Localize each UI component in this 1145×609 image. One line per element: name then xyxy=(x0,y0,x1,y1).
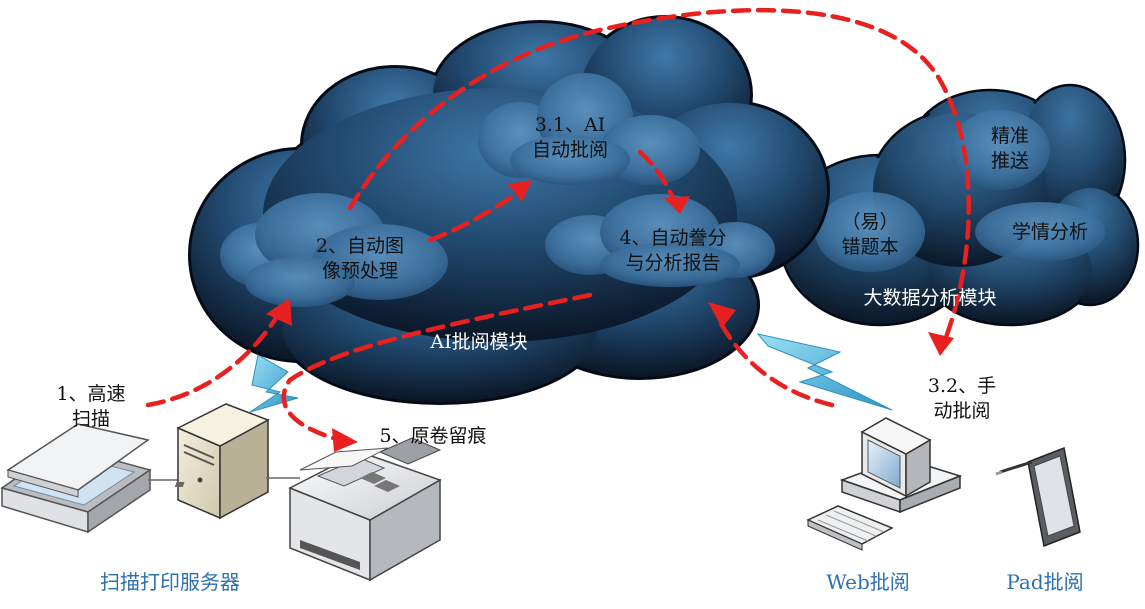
label-learning-analysis: 学情分析 xyxy=(1011,221,1088,243)
arrow-scan-to-preprocess xyxy=(145,309,283,408)
label-step32-manual-grading: 3.2、手 动批阅 xyxy=(927,375,997,422)
label-ai-module: AI批阅模块 xyxy=(430,331,528,353)
label-web-grading: Web批阅 xyxy=(826,570,910,594)
label-step5-original-trace: 5、原卷留痕 xyxy=(379,425,487,447)
label-step1-high-speed-scan: 1、高速 扫描 xyxy=(56,383,126,430)
server-icon xyxy=(176,403,270,520)
printer-icon xyxy=(174,437,442,582)
lightning-icon xyxy=(249,354,299,413)
desktop-computer-icon xyxy=(806,417,963,551)
ai-cloud xyxy=(188,15,830,405)
arrow-big-loop xyxy=(347,7,971,343)
label-pad-grading: Pad批阅 xyxy=(1006,570,1084,594)
label-scan-print-server: 扫描打印服务器 xyxy=(100,570,240,594)
label-precise-push: 精准 推送 xyxy=(990,125,1029,172)
label-bigdata-module: 大数据分析模块 xyxy=(863,287,997,309)
label-step2-auto-preprocess: 2、自动图 像预处理 xyxy=(315,235,405,282)
tablet-icon xyxy=(995,446,1081,548)
arrowheads xyxy=(266,180,954,452)
label-step31-ai-auto-grading: 3.1、AI 自动批阅 xyxy=(531,114,608,161)
lightning-icon-right xyxy=(756,333,893,411)
bigdata-cloud xyxy=(778,83,1140,327)
arrow-report-to-server xyxy=(281,292,593,443)
label-step4-score-and-report: 4、自动誊分 与分析报告 xyxy=(619,227,727,274)
arrow-manual-to-report xyxy=(715,315,835,408)
scanner-icon xyxy=(0,423,152,534)
label-wrong-question-book: （易） 错题本 xyxy=(841,211,899,258)
